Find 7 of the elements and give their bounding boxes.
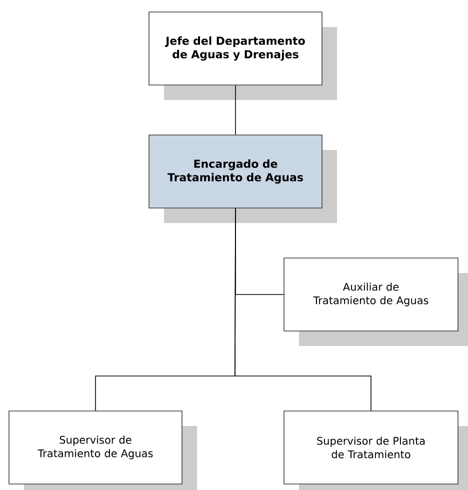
connector-line [235,85,236,135]
position-box: Encargado de Tratamiento de Aguas [148,134,337,223]
position-box: Jefe del Departamento de Aguas y Drenajes [148,12,337,100]
position-box: Supervisor de Tratamiento de Aguas [8,410,197,490]
position-box: Auxiliar de Tratamiento de Aguas [284,258,468,346]
connector-line [234,208,372,411]
position-box: Supervisor de Planta de Tratamiento [284,410,468,490]
